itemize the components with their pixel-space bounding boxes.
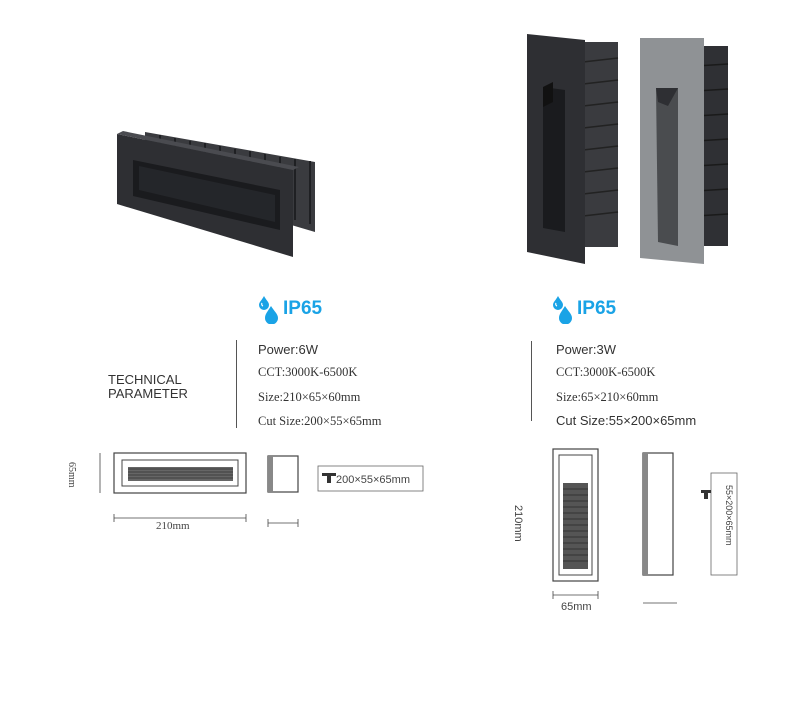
ip-rating-label: IP65 [577,298,617,319]
left-height-dimension: 65mm [66,462,77,488]
left-cct-spec: CCT:3000K-6500K [258,365,358,379]
left-cut-dimension: 200×55×65mm [336,474,410,486]
right-cct-spec: CCT:3000K-6500K [556,365,656,379]
ip-rating-label: IP65 [283,298,323,319]
right-height-dimension: 210mm [512,505,524,542]
right-product-photo-grey [638,36,730,264]
left-power-spec: Power:6W [258,342,318,357]
left-cut-size-spec: Cut Size:200×55×65mm [258,414,382,428]
water-drop-icon [259,296,278,324]
left-size-spec: Size:210×65×60mm [258,390,361,404]
water-drop-icon [553,296,572,324]
left-product-photo [105,122,325,264]
technical-parameter-label: TECHNICAL PARAMETER [108,372,188,401]
right-power-spec: Power:3W [556,342,616,357]
right-width-dimension: 65mm [561,601,592,613]
left-dimension-drawing [78,440,428,545]
right-size-spec: Size:65×210×60mm [556,390,659,404]
right-cut-dimension: 55×200×65mm [724,485,734,546]
left-width-dimension: 210mm [156,520,190,532]
right-spec-divider [531,341,532,421]
left-ip65-badge: IP65 [258,294,322,324]
right-product-photo-dark [525,32,620,264]
right-ip65-badge: IP65 [552,294,616,324]
right-cut-size-spec: Cut Size:55×200×65mm [556,413,697,428]
cut-profile-icon [322,473,336,483]
left-spec-divider [236,340,237,428]
right-dimension-drawing [515,435,775,615]
